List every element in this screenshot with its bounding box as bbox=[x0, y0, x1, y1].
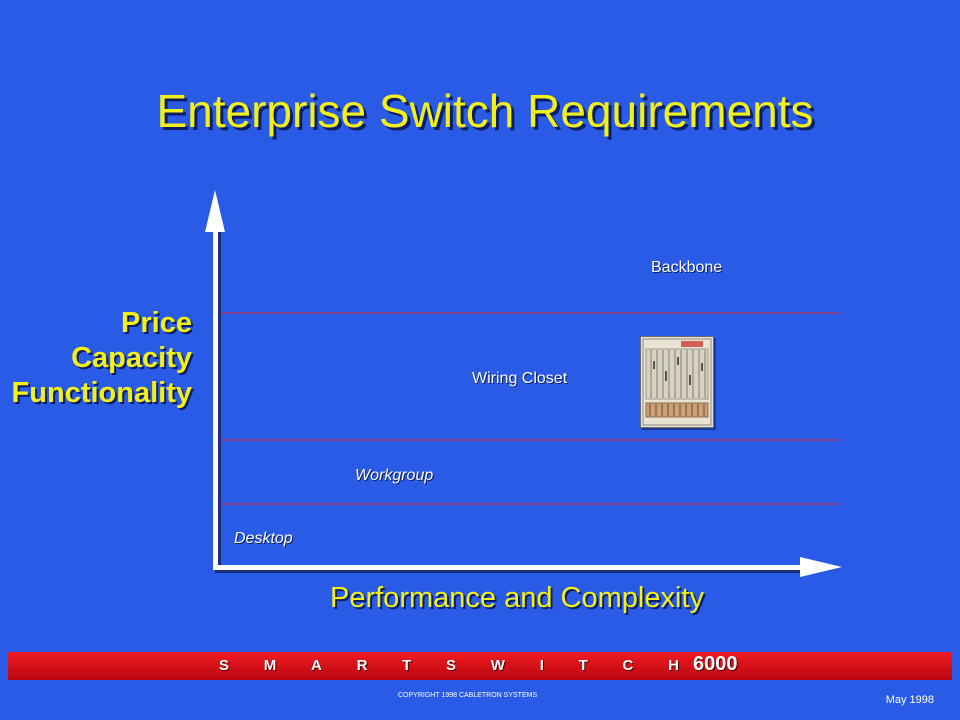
tier-label-workgroup: Workgroup bbox=[355, 467, 434, 484]
y-axis-label-price: Price bbox=[121, 307, 192, 339]
brand-letter: A bbox=[310, 657, 322, 674]
slide-title: Enterprise Switch Requirements bbox=[156, 85, 814, 137]
tier-label-desktop: Desktop bbox=[234, 530, 293, 547]
chassis-switch-image bbox=[640, 336, 714, 428]
tier-label-backbone: Backbone bbox=[651, 259, 723, 276]
footer-brand-letters: S M A R T S W I T C H bbox=[219, 657, 679, 677]
slide-date: May 1998 bbox=[885, 694, 934, 706]
brand-letter: R bbox=[356, 657, 368, 674]
brand-letter: S bbox=[219, 657, 230, 674]
brand-letter: T bbox=[578, 657, 588, 674]
brand-letter: I bbox=[539, 657, 544, 674]
tier-label-wiring-closet: Wiring Closet bbox=[472, 370, 568, 387]
footer-model-number: 6000 bbox=[693, 653, 738, 675]
brand-letter: S bbox=[446, 657, 457, 674]
y-axis-label-capacity: Capacity bbox=[71, 342, 192, 374]
y-axis-arrow bbox=[205, 190, 225, 572]
copyright-notice: COPYRIGHT 1998 CABLETRON SYSTEMS bbox=[398, 692, 538, 699]
chassis-switch-icon bbox=[642, 338, 712, 426]
x-axis-arrow bbox=[213, 557, 842, 577]
x-axis-label: Performance and Complexity bbox=[330, 582, 704, 614]
y-axis-label: Price Capacity Functionality bbox=[0, 306, 192, 411]
brand-letter: W bbox=[490, 657, 505, 674]
brand-letter: M bbox=[263, 657, 277, 674]
y-axis-label-functionality: Functionality bbox=[11, 377, 192, 409]
brand-letter: C bbox=[622, 657, 634, 674]
brand-letter: T bbox=[402, 657, 412, 674]
brand-letter: H bbox=[668, 657, 679, 674]
footer-bar bbox=[8, 652, 952, 680]
